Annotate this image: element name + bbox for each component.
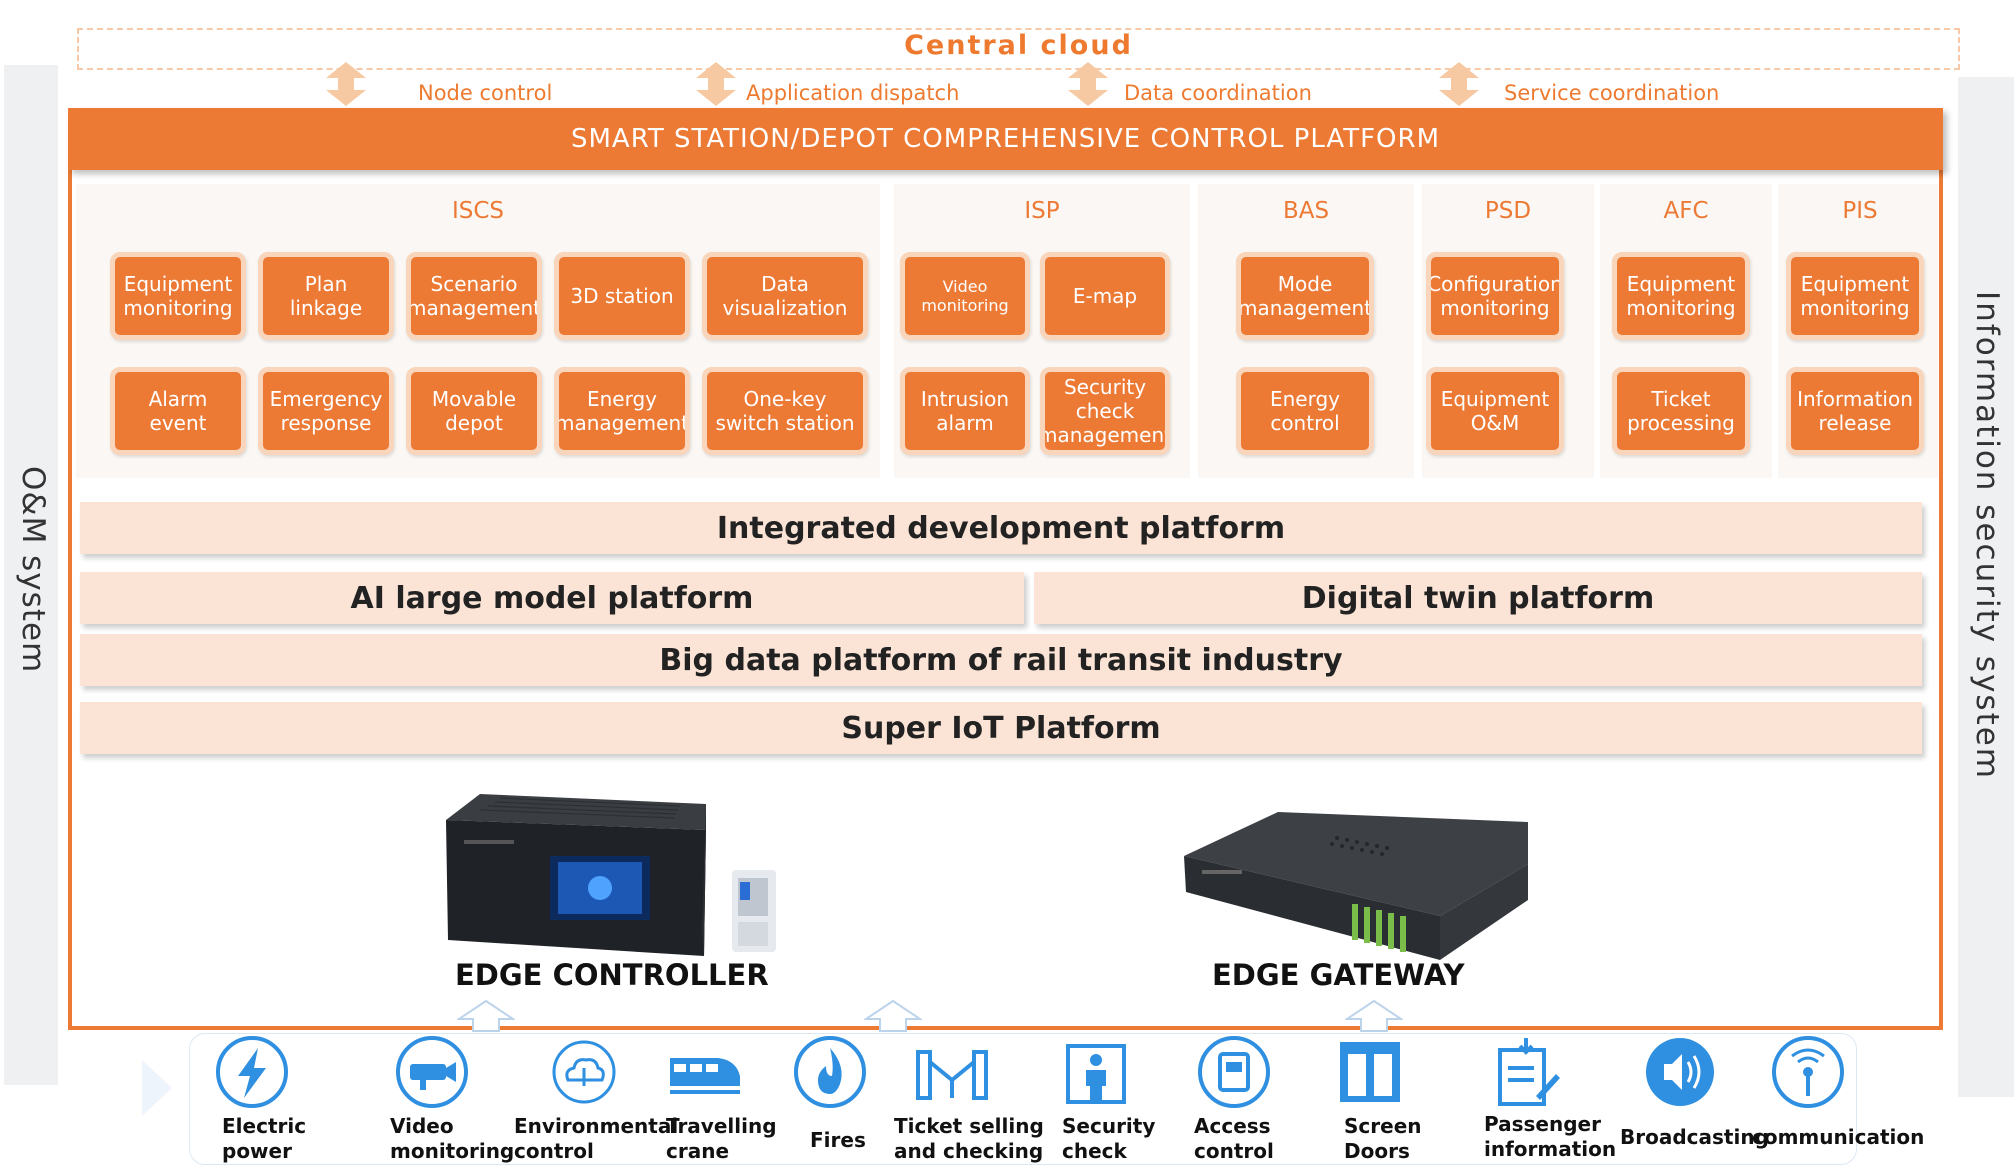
system-title-pis: PIS	[1842, 198, 1878, 224]
ai-large-model-platform: AI large model platform	[80, 572, 1024, 624]
module-information-release[interactable]: Information release	[1786, 367, 1924, 455]
module-energy-control[interactable]: Energy control	[1236, 367, 1374, 455]
super-iot-platform: Super IoT Platform	[80, 702, 1922, 754]
module-equipment-monitoring[interactable]: Equipment monitoring	[110, 252, 246, 340]
cloud-link-label: Application dispatch	[746, 81, 960, 105]
module-plan-linkage[interactable]: Plan linkage	[258, 252, 394, 340]
field-label: Electric power	[222, 1114, 307, 1163]
module-data-visualization[interactable]: Data visualization	[702, 252, 868, 340]
edge-controller-label: EDGE CONTROLLER	[455, 958, 769, 992]
module-e-map[interactable]: E-map	[1040, 252, 1170, 340]
om-system-label: O&M system	[15, 466, 51, 674]
up-arrow-icon	[1345, 999, 1403, 1032]
cloud-control-icon	[552, 1040, 616, 1104]
system-title-psd: PSD	[1484, 198, 1532, 224]
screen-door-icon	[1340, 1042, 1400, 1102]
system-title-isp: ISP	[1024, 198, 1060, 224]
edge-gateway-label: EDGE GATEWAY	[1212, 958, 1465, 992]
module-intrusion-alarm[interactable]: Intrusion alarm	[900, 367, 1030, 455]
central-cloud-box	[77, 28, 1960, 70]
train-icon	[670, 1058, 740, 1094]
module-emergency-response[interactable]: Emergency response	[258, 367, 394, 455]
module-security-check-management[interactable]: Security check management	[1040, 367, 1170, 455]
module-equipment-om[interactable]: Equipment O&M	[1426, 367, 1564, 455]
cloud-link-label: Data coordination	[1124, 81, 1312, 105]
ticket-gate-icon	[916, 1050, 988, 1100]
central-cloud-title: Central cloud	[904, 30, 1133, 61]
field-label: Travelling crane	[666, 1114, 777, 1163]
lightning-icon	[216, 1036, 288, 1108]
module-one-key-switch-station[interactable]: One-key switch station	[702, 367, 868, 455]
integrated-development-platform: Integrated development platform	[80, 502, 1922, 554]
camera-icon	[396, 1036, 468, 1108]
up-arrow-icon	[457, 999, 515, 1032]
field-label: Screen Doors	[1344, 1114, 1422, 1163]
cloud-link-label: Service coordination	[1504, 81, 1720, 105]
module-movable-depot[interactable]: Movable depot	[406, 367, 542, 455]
field-devices-strip	[189, 1033, 1857, 1165]
big-data-platform: Big data platform of rail transit indust…	[80, 634, 1922, 686]
module-alarm-event[interactable]: Alarm event	[110, 367, 246, 455]
module-scenario-management[interactable]: Scenario management	[406, 252, 542, 340]
module-pis-equipment-monitoring[interactable]: Equipment monitoring	[1786, 252, 1924, 340]
double-arrow-icon	[696, 62, 736, 106]
field-label: Passenger information	[1484, 1112, 1617, 1161]
system-title-afc: AFC	[1663, 198, 1709, 224]
access-card-icon	[1198, 1036, 1270, 1108]
double-arrow-icon	[1068, 62, 1108, 106]
fire-icon	[794, 1036, 866, 1108]
field-label: Security check	[1062, 1114, 1156, 1163]
double-arrow-icon	[1439, 62, 1479, 106]
passenger-info-icon	[1498, 1038, 1560, 1106]
speaker-icon	[1646, 1038, 1714, 1106]
double-arrow-icon	[326, 62, 366, 106]
field-label: Fires	[810, 1128, 866, 1152]
up-arrow-icon	[864, 999, 922, 1032]
digital-twin-platform: Digital twin platform	[1034, 572, 1922, 624]
field-label: Broadcasting	[1620, 1125, 1769, 1149]
chevron-right-icon	[142, 1060, 172, 1116]
field-label: Video monitoring	[390, 1114, 515, 1163]
field-label: Ticket selling and checking	[894, 1114, 1044, 1163]
om-system-bar	[4, 65, 58, 1085]
edge-controller-image	[446, 794, 776, 956]
edge-gateway-image	[1184, 812, 1528, 960]
module-afc-equipment-monitoring[interactable]: Equipment monitoring	[1612, 252, 1750, 340]
signal-icon	[1772, 1036, 1844, 1108]
cloud-link-label: Node control	[418, 81, 553, 105]
field-label: communication	[1752, 1125, 1925, 1149]
info-security-label: Information security system	[1969, 290, 2005, 780]
info-security-bar	[1958, 77, 2014, 1097]
module-ticket-processing[interactable]: Ticket processing	[1612, 367, 1750, 455]
platform-header: SMART STATION/DEPOT COMPREHENSIVE CONTRO…	[68, 108, 1943, 170]
security-gate-icon	[1066, 1044, 1126, 1104]
module-mode-management[interactable]: Mode management	[1236, 252, 1374, 340]
field-label: Environmental control	[514, 1114, 679, 1163]
module-3d-station[interactable]: 3D station	[554, 252, 690, 340]
field-label: Access control	[1194, 1114, 1274, 1163]
module-configuration-monitoring[interactable]: Configuration monitoring	[1426, 252, 1564, 340]
system-title-bas: BAS	[1282, 198, 1330, 224]
module-energy-management[interactable]: Energy management	[554, 367, 690, 455]
module-video-monitoring[interactable]: Video monitoring	[900, 252, 1030, 340]
system-title-iscs: ISCS	[451, 198, 505, 224]
